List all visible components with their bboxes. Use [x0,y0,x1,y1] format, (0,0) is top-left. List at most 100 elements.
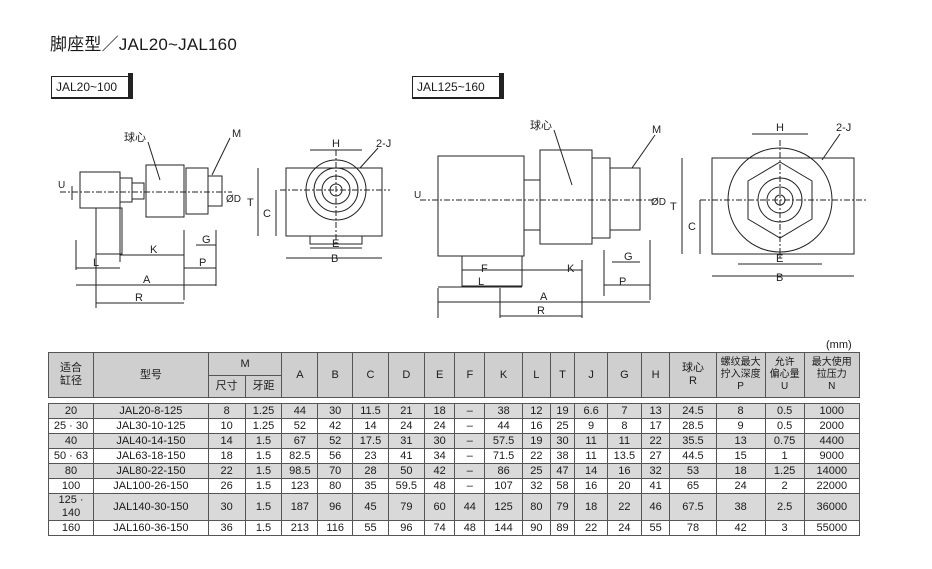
table-cell: 80 [317,478,354,494]
table-cell: 0.5 [764,403,805,419]
table-cell: 42 [423,463,456,479]
table-cell: 2000 [803,418,861,434]
label-t-small: T [247,197,254,209]
table-cell: 44 [281,403,319,419]
table-cell: 24 [607,520,642,536]
page-title: 脚座型／JAL20~JAL160 [50,35,237,54]
label-u-small: U [58,180,65,191]
header-r: 球心 R [669,352,717,398]
table-cell: 11 [574,433,608,449]
table-cell: 57.5 [484,433,524,449]
table-cell: 35.5 [669,433,717,449]
table-cell: 14 [574,463,608,479]
table-cell: 160 [47,520,95,536]
table-cell: 14 [352,418,389,434]
table-cell: 22 [207,463,246,479]
table-cell: 4400 [803,433,861,449]
header-bore: 适合 缸径 [47,352,95,398]
header-k: K [484,352,524,398]
table-cell: 18 [574,493,608,521]
header-j: J [574,352,608,398]
table-cell: 100 [47,478,95,494]
table-cell: 48 [454,520,486,536]
table-cell: 0.5 [764,418,805,434]
header-f: F [454,352,486,398]
table-cell: 53 [669,463,717,479]
header-d: D [387,352,425,398]
table-cell: 34 [423,448,456,464]
label-u-large: U [414,190,421,201]
table-cell: – [454,433,486,449]
header-a: A [281,352,319,398]
table-cell: 8 [207,403,246,419]
table-cell: 144 [484,520,524,536]
label-c-large: C [688,221,696,233]
table-cell: 55000 [803,520,861,536]
table-cell: 22 [640,433,671,449]
table-cell: 13.5 [607,448,642,464]
header-g: G [607,352,642,398]
label-r-large: R [537,305,545,317]
table-cell: 187 [281,493,319,521]
table-cell: 32 [640,463,671,479]
table-cell: 16 [574,478,608,494]
label-a-small: A [143,274,151,286]
header-b: B [317,352,354,398]
table-cell: 19 [522,433,551,449]
table-cell: 89 [549,520,576,536]
table-cell: 80 [47,463,95,479]
table-cell: 45 [352,493,389,521]
table-cell: – [454,403,486,419]
spec-table: 适合 缸径 型号 M A B C D E F K L T J G H 球心 R … [47,352,861,536]
table-cell: 18 [423,403,456,419]
table-cell: 125 [484,493,524,521]
table-cell: 65 [669,478,717,494]
table-cell: 41 [640,478,671,494]
table-cell: 213 [281,520,319,536]
large-front-view [681,133,866,277]
table-cell: 12 [522,403,551,419]
table-cell: 25 [522,463,551,479]
label-t-large: T [670,201,677,213]
table-cell: 16 [522,418,551,434]
label-k-large: K [567,263,575,275]
small-side-view [60,137,232,308]
table-cell: 70 [317,463,354,479]
table-cell: 44.5 [669,448,717,464]
table-cell: 55 [352,520,389,536]
header-e: E [423,352,456,398]
table-cell: 22 [522,448,551,464]
table-cell: 24.5 [669,403,717,419]
table-cell: 1.25 [244,418,283,434]
table-cell: 16 [607,463,642,479]
table-cell: 11 [607,433,642,449]
label-h-large: H [776,122,784,134]
label-j-large: 2-J [836,122,851,134]
table-cell: 17 [640,418,671,434]
header-p: 螺纹最大 拧入深度 P [715,352,766,398]
table-cell: 60 [423,493,456,521]
table-cell: 11.5 [352,403,389,419]
table-cell: 47 [549,463,576,479]
table-cell: 98.5 [281,463,319,479]
label-f-large: F [481,263,488,275]
table-cell: 78 [669,520,717,536]
table-cell: 48 [423,478,456,494]
header-model: 型号 [93,352,209,398]
table-cell: 28 [352,463,389,479]
table-cell: 22 [607,493,642,521]
table-cell: 18 [715,463,766,479]
label-e-large: E [776,253,783,265]
table-cell: 1.5 [244,520,283,536]
table-cell: 14 [207,433,246,449]
table-cell: 14000 [803,463,861,479]
table-cell: 44 [484,418,524,434]
table-cell: 1000 [803,403,861,419]
table-cell: 24 [387,418,425,434]
table-cell: 25 [549,418,576,434]
table-cell: 15 [715,448,766,464]
table-cell: 96 [387,520,425,536]
table-cell: 3 [764,520,805,536]
